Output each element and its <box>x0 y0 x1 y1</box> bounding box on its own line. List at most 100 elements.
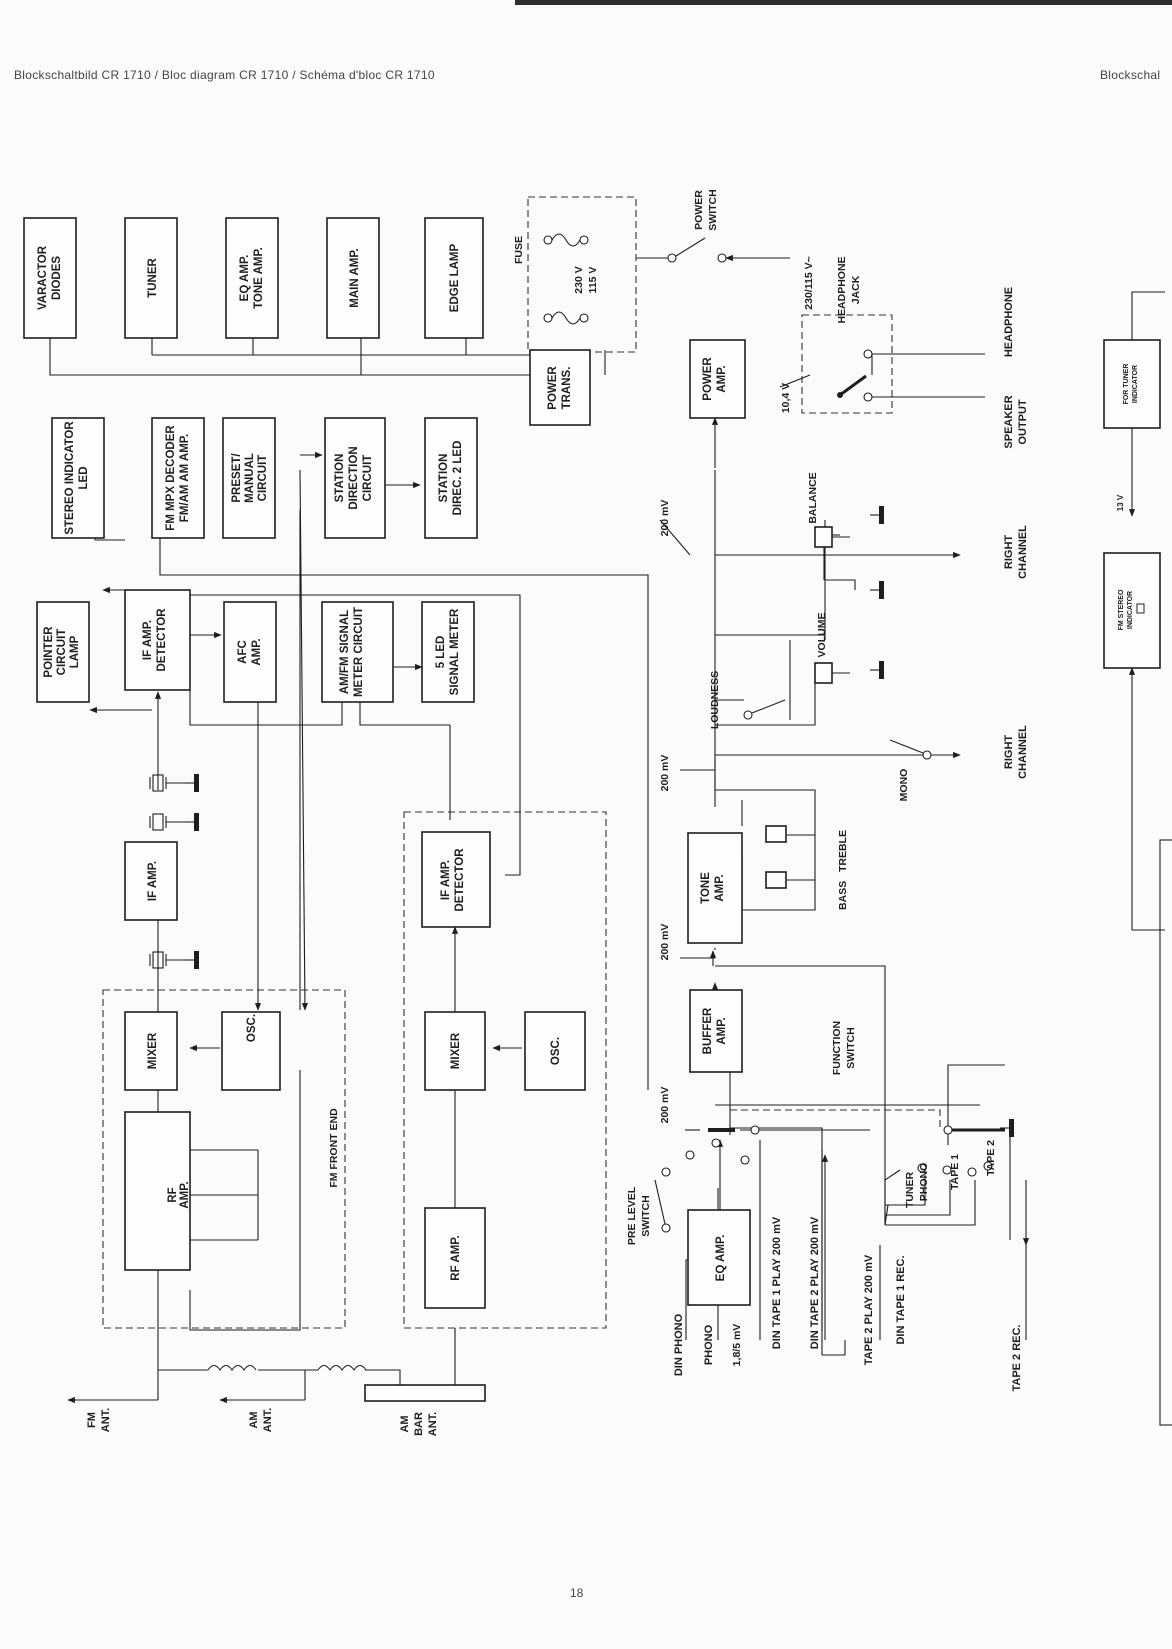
block-if-amp-fm: IF AMP. <box>124 841 178 921</box>
power-switch-label: SWITCH <box>707 189 719 230</box>
right-channel-label: CHANNEL <box>1017 725 1029 779</box>
selector-tape1-label: TAPE 1 <box>949 1154 961 1190</box>
svg-text:METER CIRCUIT: METER CIRCUIT <box>353 607 365 697</box>
am-antenna-label: AM <box>248 1411 260 1428</box>
am-bar-antenna-label: ANT. <box>427 1412 439 1436</box>
fuse-symbol <box>551 311 581 325</box>
inductor-symbol <box>317 1364 367 1371</box>
voltage-115-label: 115 V <box>587 267 599 294</box>
svg-text:POWER: POWER <box>702 357 714 401</box>
loudness-switch <box>743 699 786 720</box>
balance-pot <box>814 526 833 548</box>
svg-text:DETECTOR: DETECTOR <box>454 848 466 912</box>
right-channel-label: CHANNEL <box>1017 525 1029 579</box>
block-power-amp: POWER AMP. <box>689 339 746 419</box>
fuse-label: FUSE <box>513 236 525 264</box>
svg-text:PRESET/: PRESET/ <box>231 453 243 503</box>
am-front-end-frame <box>403 811 607 1329</box>
svg-text:FM MPX DECODER: FM MPX DECODER <box>165 425 177 531</box>
diagram-labels: FUSE 230 V 115 V POWER SWITCH 230/115 V~… <box>86 189 1125 1436</box>
block-fm-tuner-indicator: FOR TUNER INDICATOR <box>1103 339 1161 429</box>
din-tape2-play-label: DIN TAPE 2 PLAY 200 mV <box>809 1216 821 1349</box>
tape2-rec-label: TAPE 2 REC. <box>1011 1324 1023 1391</box>
page-header: Blockschaltbild CR 1710 / Bloc diagram C… <box>14 68 435 82</box>
block-station-direc-led: STATION DIREC. 2 LED <box>424 417 478 539</box>
svg-text:DIODES: DIODES <box>51 256 63 300</box>
din-phono-input-label: DIN PHONO <box>673 1313 685 1376</box>
fm-front-end-frame <box>102 989 346 1329</box>
block-if-amp-detector-am: IF AMP. DETECTOR <box>421 831 491 928</box>
am-bar-antenna-label: BAR <box>413 1412 425 1436</box>
svg-text:CIRCUIT: CIRCUIT <box>362 455 374 502</box>
svg-text:AMP.: AMP. <box>716 365 728 392</box>
svg-text:FM/AM AM AMP.: FM/AM AM AMP. <box>179 434 191 522</box>
svg-text:MAIN AMP.: MAIN AMP. <box>349 248 361 307</box>
headphone-jack-switch <box>837 349 873 402</box>
treble-pot <box>765 825 787 843</box>
selector-tape2-label: TAPE 2 <box>985 1140 997 1176</box>
svg-text:AMP.: AMP. <box>714 874 726 901</box>
ground-symbol <box>869 660 885 680</box>
svg-text:AM/FM SIGNAL: AM/FM SIGNAL <box>339 610 351 694</box>
level-200mv-label: 200 mV <box>659 755 671 792</box>
block-main-amp: MAIN AMP. <box>326 217 380 339</box>
ceramic-filter-symbol <box>149 813 167 831</box>
block-preset-manual: PRESET/ MANUAL CIRCUIT <box>222 417 276 539</box>
top-border-bar <box>515 0 1172 5</box>
block-varactor-diodes: VARACTOR DIODES <box>23 217 77 339</box>
tape2-play-label: TAPE 2 PLAY 200 mV <box>863 1254 875 1365</box>
selector-switch <box>917 1125 1005 1177</box>
right-channel-label: RIGHT <box>1003 535 1015 570</box>
svg-text:DIRECTION: DIRECTION <box>348 446 360 509</box>
balance-label: BALANCE <box>807 472 819 523</box>
headphone-jack-frame <box>801 314 893 414</box>
power-switch-label: POWER <box>693 190 705 230</box>
svg-text:CIRCUIT: CIRCUIT <box>56 629 68 676</box>
block-osc-am: OSC. <box>524 1011 586 1091</box>
fuse-symbol <box>551 233 581 247</box>
headphone-jack-label: HEADPHONE <box>836 256 848 323</box>
voltage-10-4-label: 10,4 V <box>780 383 792 413</box>
function-switch-input <box>685 1125 760 1165</box>
svg-text:TUNER: TUNER <box>147 258 159 298</box>
volume-label: VOLUME <box>816 613 828 658</box>
svg-text:EQ AMP.: EQ AMP. <box>239 255 251 302</box>
fm-antenna-label: FM <box>86 1412 98 1428</box>
block-tuner: TUNER <box>124 217 178 339</box>
pre-level-switch <box>654 1167 671 1233</box>
svg-text:STATION: STATION <box>438 454 450 503</box>
voltage-230-label: 230 V <box>573 266 585 293</box>
block-fm-mpx-decoder: FM MPX DECODER FM/AM AM AMP. <box>151 417 205 539</box>
block-edge-lamp: EDGE LAMP <box>424 217 484 339</box>
ground-symbol <box>184 773 200 793</box>
svg-text:FM STEREO: FM STEREO <box>1118 589 1125 630</box>
block-fm-stereo-indicator: FM STEREO INDICATOR <box>1103 552 1161 669</box>
fm-antenna-label: ANT. <box>100 1408 112 1432</box>
svg-text:AMP.: AMP. <box>179 1181 191 1208</box>
speaker-output-label: SPEAKER <box>1003 395 1015 448</box>
block-mixer-fm: MIXER <box>124 1011 178 1091</box>
ground-symbol <box>999 1118 1015 1138</box>
svg-text:EDGE LAMP: EDGE LAMP <box>449 243 461 312</box>
block-rf-amp-am: RF AMP. <box>424 1207 486 1309</box>
svg-text:POINTER: POINTER <box>43 626 55 678</box>
block-eq-tone-amp: EQ AMP. TONE AMP. <box>225 217 279 339</box>
svg-text:TONE AMP.: TONE AMP. <box>253 247 265 309</box>
din-tape1-rec-label: DIN TAPE 1 REC. <box>895 1255 907 1344</box>
svg-text:CIRCUIT: CIRCUIT <box>257 455 269 502</box>
level-200mv-label: 200 mV <box>659 500 671 537</box>
svg-text:FOR TUNER: FOR TUNER <box>1123 364 1130 405</box>
svg-text:5 LED: 5 LED <box>435 636 447 669</box>
voltage-13-label: 13 V <box>1116 494 1125 511</box>
level-200mv-label: 200 mV <box>659 1087 671 1124</box>
bass-treble-label: BASS TREBLE <box>837 830 849 910</box>
svg-text:OSC.: OSC. <box>246 1014 258 1042</box>
fm-front-end-label: FM FRONT END <box>328 1108 340 1188</box>
svg-text:OSC.: OSC. <box>550 1037 562 1065</box>
svg-text:TONE: TONE <box>700 872 712 904</box>
block-stereo-indicator-led: STEREO INDICATOR LED <box>51 417 105 539</box>
ground-symbol <box>184 812 200 832</box>
bass-pot <box>765 871 787 889</box>
ground-symbol <box>184 950 200 970</box>
